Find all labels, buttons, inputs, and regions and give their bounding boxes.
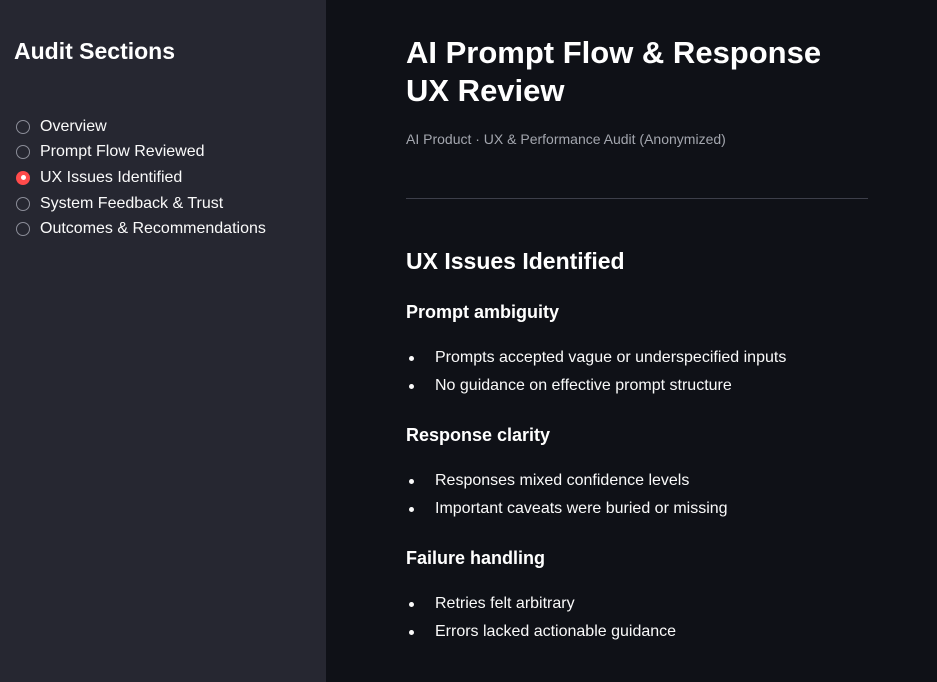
- bullet-icon: [409, 629, 414, 635]
- list-item: Prompts accepted vague or underspecified…: [406, 344, 868, 372]
- radio-selected-icon[interactable]: [16, 170, 30, 185]
- main-content: AI Prompt Flow & Response UX Review AI P…: [326, 0, 937, 682]
- list-item-text: Retries felt arbitrary: [435, 595, 575, 612]
- list-item-text: Important caveats were buried or missing: [435, 500, 728, 517]
- section-title: UX Issues Identified: [406, 248, 625, 274]
- list-item: Errors lacked actionable guidance: [406, 618, 868, 646]
- group-title: Failure handling: [406, 548, 546, 568]
- section-radio-group: Overview Prompt Flow Reviewed UX Issues …: [14, 114, 312, 242]
- radio-icon[interactable]: [16, 196, 30, 211]
- bullet-list: Prompts accepted vague or underspecified…: [406, 344, 868, 400]
- bullet-icon: [409, 383, 414, 389]
- sidebar-title: Audit Sections: [14, 38, 176, 64]
- bullet-icon: [409, 355, 414, 361]
- nav-item-outcomes-recommendations[interactable]: Outcomes & Recommendations: [14, 216, 312, 242]
- list-item-text: No guidance on effective prompt structur…: [435, 377, 732, 394]
- nav-item-system-feedback-trust[interactable]: System Feedback & Trust: [14, 191, 312, 217]
- list-item: Retries felt arbitrary: [406, 590, 868, 618]
- sidebar: Audit Sections Overview Prompt Flow Revi…: [0, 0, 326, 682]
- bullet-icon: [409, 601, 414, 607]
- group-title: Response clarity: [406, 425, 551, 445]
- issue-group-response-clarity: Response clarity Responses mixed confide…: [406, 424, 868, 523]
- page-title: AI Prompt Flow & Response UX Review: [406, 35, 822, 108]
- group-title: Prompt ambiguity: [406, 302, 560, 322]
- divider: [406, 198, 868, 199]
- nav-item-label: System Feedback & Trust: [40, 194, 224, 212]
- nav-item-prompt-flow-reviewed[interactable]: Prompt Flow Reviewed: [14, 140, 312, 166]
- list-item: Responses mixed confidence levels: [406, 467, 868, 495]
- nav-item-overview[interactable]: Overview: [14, 114, 312, 140]
- radio-icon[interactable]: [16, 222, 30, 237]
- bullet-icon: [409, 478, 414, 484]
- nav-item-label: Overview: [40, 117, 107, 135]
- list-item-text: Prompts accepted vague or underspecified…: [435, 349, 787, 366]
- nav-item-label: Prompt Flow Reviewed: [40, 143, 205, 161]
- nav-item-label: UX Issues Identified: [40, 168, 183, 186]
- list-item-text: Responses mixed confidence levels: [435, 472, 690, 489]
- radio-icon[interactable]: [16, 119, 30, 134]
- bullet-icon: [409, 506, 414, 512]
- issue-group-prompt-ambiguity: Prompt ambiguity Prompts accepted vague …: [406, 301, 868, 400]
- nav-item-ux-issues-identified[interactable]: UX Issues Identified: [14, 165, 312, 191]
- bullet-list: Retries felt arbitrary Errors lacked act…: [406, 590, 868, 646]
- list-item: No guidance on effective prompt structur…: [406, 372, 868, 400]
- list-item: Important caveats were buried or missing: [406, 495, 868, 523]
- nav-item-label: Outcomes & Recommendations: [40, 220, 266, 238]
- page-subtitle: AI Product · UX & Performance Audit (Ano…: [406, 131, 726, 147]
- bullet-list: Responses mixed confidence levels Import…: [406, 467, 868, 523]
- radio-icon[interactable]: [16, 145, 30, 160]
- list-item-text: Errors lacked actionable guidance: [435, 623, 677, 640]
- issue-group-failure-handling: Failure handling Retries felt arbitrary …: [406, 547, 868, 646]
